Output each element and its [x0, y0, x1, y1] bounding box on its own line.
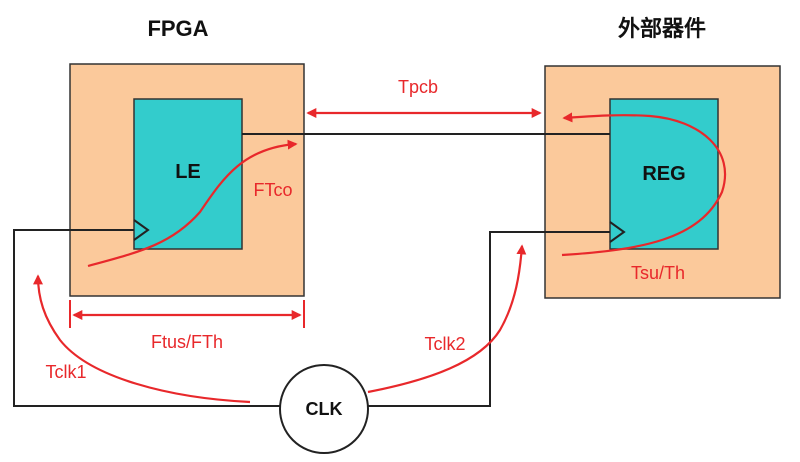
- reg-block: [609, 98, 719, 250]
- tsu-th-label: Tsu/Th: [631, 263, 685, 283]
- clk-circle: [279, 364, 369, 454]
- ftus-fth-label: Ftus/FTh: [151, 332, 223, 352]
- tclk1-curve: [33, 274, 251, 404]
- clk-label: CLK: [306, 399, 343, 419]
- tsu-th-curve: [561, 112, 727, 257]
- reg-label: REG: [642, 163, 685, 185]
- tclk2-label: Tclk2: [424, 334, 465, 354]
- ftco-curve: [87, 139, 298, 268]
- reg-clock-input-marker: [609, 221, 626, 243]
- le-clock-input-marker: [133, 219, 150, 241]
- le-label: LE: [175, 161, 201, 183]
- ftco-label: FTco: [253, 180, 292, 200]
- clock-wire-right: [368, 231, 610, 407]
- tclk1-label: Tclk1: [45, 362, 86, 382]
- fpga-title: FPGA: [147, 16, 208, 41]
- tpcb-label: Tpcb: [398, 77, 438, 97]
- tclk2-curve: [367, 244, 527, 394]
- clock-wire-left: [13, 229, 280, 407]
- external-device-title: 外部器件: [618, 16, 706, 42]
